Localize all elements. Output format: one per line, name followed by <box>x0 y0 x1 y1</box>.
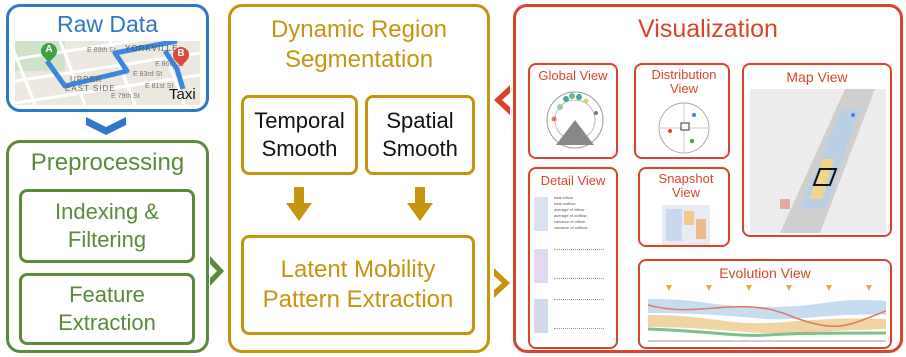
detail-view-item <box>534 295 614 339</box>
latent-mobility-label: Latent Mobility Pattern Extraction <box>262 256 454 313</box>
detail-row: total outflow <box>554 201 576 206</box>
detail-row: average of inflow <box>554 207 585 212</box>
raw-data-title: Raw Data <box>57 11 158 37</box>
chevron-right-icon <box>494 268 510 298</box>
chevron-left-icon <box>494 85 510 115</box>
map-label-street-83: E 83rd St <box>133 71 163 78</box>
snapshot-view-thumb: Snapshot View <box>638 167 730 247</box>
map-view-title: Map View <box>786 69 848 85</box>
feature-extraction-label: Feature Extraction <box>58 282 156 335</box>
global-view-title: Global View <box>538 68 608 83</box>
taxi-label: Taxi <box>169 86 196 103</box>
distribution-view-chart <box>658 102 710 154</box>
global-view-chart <box>546 91 604 149</box>
map-label-yorkville: YORKVILLE <box>125 44 179 53</box>
detail-view-item <box>534 245 614 289</box>
map-view-thumb: Map View <box>742 63 892 237</box>
segmentation-title: Dynamic Region Segmentation <box>270 16 448 73</box>
map-label-east-side: EAST SIDE <box>65 84 116 93</box>
raw-data-map: YORKVILLE UPPER EAST SIDE E 83rd St E 89… <box>15 41 200 105</box>
chevron-right-icon <box>210 256 224 286</box>
snapshot-view-chart <box>662 205 710 245</box>
detail-row: total inflow <box>554 195 573 200</box>
marker-b-label: B <box>177 48 185 59</box>
latent-mobility-box: Latent Mobility Pattern Extraction <box>241 235 475 335</box>
global-view-thumb: Global View <box>528 63 618 159</box>
marker-a-label: A <box>45 44 53 55</box>
snapshot-view-title: Snapshot View <box>658 171 714 200</box>
visualization-panel: Visualization Global View Distribution V… <box>513 4 903 353</box>
visualization-title: Visualization <box>638 15 778 43</box>
map-label-street-81: E 81st St <box>145 83 174 90</box>
map-view-background <box>750 89 886 233</box>
detail-row: variance of inflow <box>554 219 585 224</box>
detail-view-title: Detail View <box>540 173 606 188</box>
feature-extraction-box: Feature Extraction <box>19 273 195 345</box>
indexing-filtering-label: Indexing & Filtering <box>55 199 159 252</box>
map-label-street-89: E 89th St <box>87 47 116 54</box>
map-label-upper: UPPER <box>70 75 103 84</box>
chevron-down-icon <box>86 117 126 135</box>
map-label-street-79: E 79th St <box>111 93 140 100</box>
detail-row: variance of outflow <box>554 225 588 230</box>
arrow-down-icon <box>286 187 312 221</box>
map-label-street-86: E 86th St <box>155 61 184 68</box>
spatial-smooth-label: Spatial Smooth <box>382 108 458 161</box>
evolution-view-chart <box>648 285 886 342</box>
indexing-filtering-box: Indexing & Filtering <box>19 189 195 263</box>
detail-row: average of outflow <box>554 213 587 218</box>
detail-view-thumb: Detail View total inflow total outflow a… <box>528 167 618 349</box>
raw-data-panel: Raw Data YORKVILLE UPPER EAST SIDE E 83r… <box>6 4 209 112</box>
arrow-down-icon <box>407 187 433 221</box>
segmentation-panel: Dynamic Region Segmentation Temporal Smo… <box>228 4 490 353</box>
distribution-view-title: Distribution View <box>651 67 717 96</box>
temporal-smooth-label: Temporal Smooth <box>254 108 345 161</box>
preprocessing-title: Preprocessing <box>30 149 185 176</box>
evolution-view-thumb: Evolution View <box>638 259 892 349</box>
preprocessing-panel: Preprocessing Indexing & Filtering Featu… <box>6 140 209 353</box>
temporal-smooth-box: Temporal Smooth <box>241 95 358 175</box>
evolution-view-title: Evolution View <box>719 265 811 281</box>
spatial-smooth-box: Spatial Smooth <box>365 95 475 175</box>
taxi-route-map <box>15 41 200 105</box>
distribution-view-thumb: Distribution View <box>634 63 730 159</box>
map-view-grid <box>780 89 875 233</box>
detail-view-item: total inflow total outflow average of in… <box>534 193 614 237</box>
